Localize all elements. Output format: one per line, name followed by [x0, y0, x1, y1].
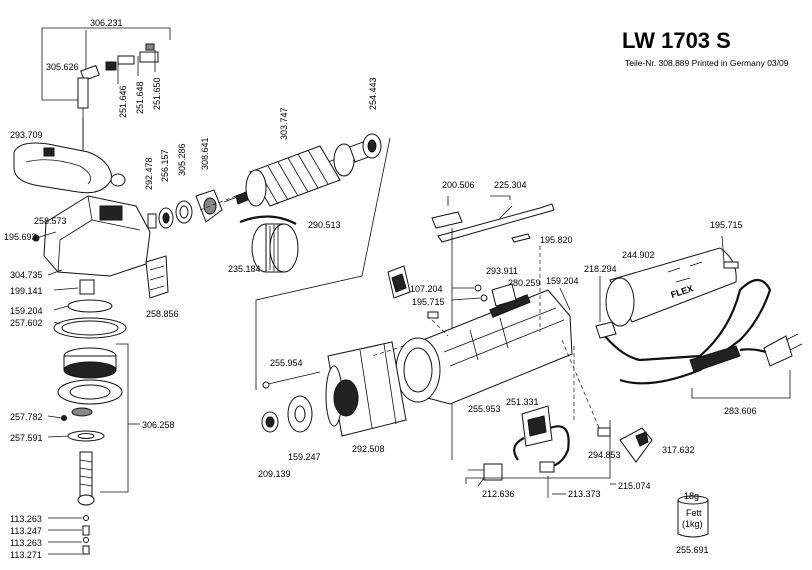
- part-label-303747: 303.747: [279, 107, 289, 140]
- group-bracket-armature: [255, 137, 391, 390]
- washer-159247: [287, 395, 313, 433]
- part-label-113271: 113.271: [10, 550, 42, 560]
- terminal-block-280259: [451, 283, 517, 307]
- part-label-213373: 213.373: [568, 489, 601, 499]
- screw-195715: [721, 235, 739, 269]
- part-label-195820: 195.820: [540, 235, 573, 245]
- part-label-306258: 306.258: [142, 420, 175, 430]
- brush-294853: [597, 427, 611, 437]
- part-label-255953: 255.953: [468, 404, 501, 414]
- power-cord-283606: [595, 278, 803, 385]
- clip-258856: [145, 255, 169, 299]
- part-label-200506: 200.506: [442, 180, 475, 190]
- part-label-244902: 244.902: [622, 250, 655, 260]
- field-stator-292508: [325, 341, 407, 437]
- part-label-317632: 317.632: [662, 445, 695, 455]
- part-label-251646: 251.646: [118, 85, 128, 118]
- part-label-255954: 255.954: [270, 358, 303, 368]
- part-label-113263b: 113.263: [10, 538, 42, 548]
- part-label-305626: 305.626: [46, 62, 79, 72]
- part-label-195715a: 195.715: [710, 220, 743, 230]
- part-label-195693: 195.693: [4, 232, 37, 242]
- part-label-235184: 235.184: [228, 264, 261, 274]
- part-label-308641: 308.641: [200, 137, 210, 170]
- part-label-255691: 255.691: [676, 545, 709, 555]
- part-label-159247: 159.247: [288, 452, 321, 462]
- part-label-225304: 225.304: [494, 180, 527, 190]
- spindle-stack: [53, 279, 127, 555]
- part-label-292478: 292.478: [144, 157, 154, 190]
- grease-word: Fett: [686, 508, 702, 518]
- switch-251331: [513, 405, 570, 468]
- wire-290513: [239, 215, 297, 225]
- connector-213373: [539, 461, 555, 498]
- part-label-304735: 304.735: [10, 270, 43, 280]
- part-label-199141: 199.141: [10, 286, 43, 296]
- hose-connector-group: [41, 27, 171, 170]
- part-label-159204b: 159.204: [546, 276, 579, 286]
- part-label-251650: 251.650: [152, 77, 162, 110]
- part-label-218294: 218.294: [584, 264, 617, 274]
- handle-293709: [13, 142, 113, 194]
- grease-amount: (1kg): [682, 519, 703, 529]
- group-bracket-215074: [465, 420, 611, 484]
- bearing-209139: [261, 411, 279, 433]
- part-label-290513: 290.513: [308, 220, 341, 230]
- group-bracket-283606: [691, 370, 791, 399]
- brush-cap-317632: [619, 427, 653, 463]
- part-label-251331: 251.331: [506, 397, 539, 407]
- armature-303747: [223, 141, 381, 207]
- part-label-293911: 293.911: [486, 266, 518, 276]
- grease-weight: 18g: [684, 491, 699, 501]
- grease-jar-255691: 18g Fett (1kg): [677, 491, 709, 538]
- part-label-293709: 293.709: [10, 130, 43, 140]
- assembly-guide-lines: [199, 195, 601, 431]
- group-bracket-306258: [100, 343, 140, 493]
- gear-235184: [251, 223, 299, 273]
- part-label-113263a: 113.263: [10, 514, 42, 524]
- capacitor-212636: [468, 463, 503, 487]
- part-label-305286: 305.286: [177, 143, 187, 176]
- screw-255954: [262, 371, 321, 389]
- bearing-row: [147, 189, 223, 229]
- part-label-292508: 292.508: [352, 444, 385, 454]
- part-label-257591: 257.591: [10, 433, 43, 443]
- part-label-212636: 212.636: [482, 489, 515, 499]
- page-title: LW 1703 S: [622, 28, 731, 53]
- part-label-159204a: 159.204: [10, 306, 43, 316]
- part-label-257782: 257.782: [10, 412, 43, 422]
- part-label-195715b: 195.715: [412, 297, 445, 307]
- part-label-209139: 209.139: [258, 469, 291, 479]
- part-label-258856: 258.856: [146, 309, 179, 319]
- page-subtitle: Teile-Nr. 308.889 Printed in Germany 03/…: [625, 58, 789, 68]
- bearing-254443: [362, 133, 382, 159]
- motor-cover-244902: FLEX: [605, 247, 737, 327]
- part-label-306231: 306.231: [90, 18, 123, 28]
- part-label-257602: 257.602: [10, 318, 43, 328]
- part-label-251648: 251.648: [135, 81, 145, 114]
- motor-housing-255953: [395, 289, 573, 405]
- part-label-258573: 258.573: [34, 216, 67, 226]
- part-label-283606: 283.606: [724, 406, 757, 416]
- part-label-113247: 113.247: [10, 526, 42, 536]
- part-label-254443: 254.443: [368, 77, 378, 110]
- part-label-256157: 256.157: [160, 149, 170, 182]
- part-label-107204: 107.204: [410, 284, 443, 294]
- part-label-294853: 294.853: [588, 450, 621, 460]
- part-label-215074: 215.074: [618, 481, 651, 491]
- cable-clip-left: [387, 265, 439, 319]
- part-label-280259: 280.259: [508, 278, 541, 288]
